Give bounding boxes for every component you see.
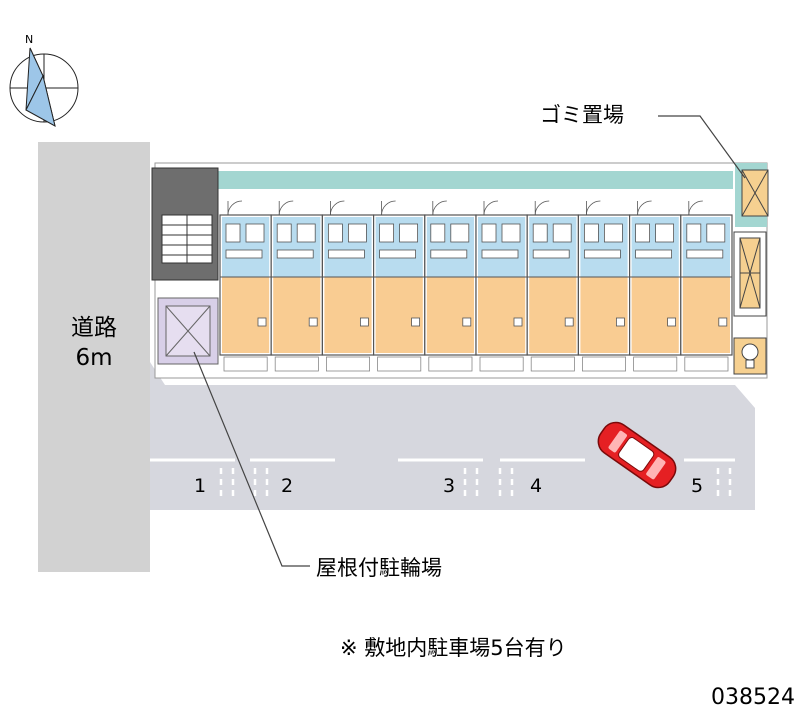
- unit-room: [324, 277, 372, 353]
- unit-room: [580, 277, 628, 353]
- bike-shelter: [157, 297, 219, 365]
- unit-room: [529, 277, 577, 353]
- unit-bathtub: [245, 223, 265, 243]
- parking-space-5: 5: [691, 475, 703, 497]
- unit-toilet: [276, 223, 292, 243]
- unit-closet: [257, 317, 267, 327]
- unit-balcony: [530, 356, 575, 372]
- planting-strip: [218, 171, 733, 189]
- unit-toilet: [327, 223, 343, 243]
- unit-toilet: [225, 223, 241, 243]
- unit-closet: [513, 317, 523, 327]
- unit-room: [682, 277, 730, 353]
- unit-closet: [359, 317, 369, 327]
- staircase: [151, 167, 219, 281]
- unit-balcony: [325, 356, 370, 372]
- map-id: 038524: [711, 685, 795, 710]
- unit-bathtub: [296, 223, 316, 243]
- unit-balcony: [479, 356, 524, 372]
- unit-balcony: [633, 356, 678, 372]
- unit-kitchen: [584, 249, 621, 259]
- unit-toilet: [532, 223, 548, 243]
- unit-room: [273, 277, 321, 353]
- unit-room: [222, 277, 270, 353]
- apartment-units: [219, 200, 733, 372]
- unit-room: [478, 277, 526, 353]
- unit-bathtub: [655, 223, 674, 243]
- unit-closet: [564, 317, 574, 327]
- road: [38, 142, 150, 572]
- unit-toilet: [686, 223, 702, 243]
- parking-space-4: 4: [530, 475, 542, 497]
- unit-bathtub: [604, 223, 623, 243]
- parking-note: ※ 敷地内駐車場5台有り: [340, 636, 567, 660]
- unit-kitchen: [430, 249, 468, 259]
- unit-toilet: [584, 223, 599, 243]
- unit-closet: [616, 317, 625, 327]
- unit-closet: [462, 317, 472, 327]
- unit-toilet: [481, 223, 497, 243]
- unit-kitchen: [327, 249, 365, 259]
- unit-kitchen: [686, 249, 724, 259]
- unit-kitchen: [276, 249, 314, 259]
- unit-bathtub: [501, 223, 521, 243]
- unit-bathtub: [399, 223, 419, 243]
- unit-room: [375, 277, 423, 353]
- unit-room: [426, 277, 474, 353]
- unit-kitchen: [379, 249, 417, 259]
- garbage-label: ゴミ置場: [540, 103, 624, 127]
- unit-bathtub: [347, 223, 367, 243]
- unit-kitchen: [532, 249, 570, 259]
- unit-toilet: [635, 223, 650, 243]
- north-label: N: [25, 33, 33, 46]
- parking-space-2: 2: [281, 475, 293, 497]
- bike-leader-line: [193, 351, 310, 567]
- parking-space-3: 3: [443, 475, 455, 497]
- unit-kitchen: [635, 249, 672, 259]
- unit-bathtub: [552, 223, 572, 243]
- road-width: 6m: [75, 345, 112, 371]
- unit-closet: [718, 317, 728, 327]
- parking-lot: [150, 362, 755, 510]
- unit-balcony: [377, 356, 422, 372]
- unit-closet: [308, 317, 318, 327]
- unit-bathtub: [706, 223, 726, 243]
- road-name: 道路: [71, 315, 117, 341]
- unit-balcony: [582, 356, 627, 372]
- unit-closet: [667, 317, 676, 327]
- unit-kitchen: [225, 249, 263, 259]
- unit-balcony: [223, 356, 268, 372]
- unit-balcony: [428, 356, 473, 372]
- unit-room: [631, 277, 679, 353]
- parking-space-1: 1: [194, 475, 206, 497]
- unit-bathtub: [450, 223, 470, 243]
- unit-toilet: [379, 223, 395, 243]
- garbage-leader-line: [658, 115, 746, 179]
- bike-parking-label: 屋根付駐輪場: [316, 556, 442, 580]
- compass-rose-icon: [9, 47, 79, 127]
- side-storage: [733, 231, 767, 317]
- unit-balcony: [274, 356, 319, 372]
- unit-balcony: [684, 356, 729, 372]
- unit-toilet: [430, 223, 446, 243]
- water-tank-icon: [733, 337, 767, 375]
- garbage-area: [741, 169, 769, 217]
- car-icon: [597, 421, 677, 489]
- unit-closet: [411, 317, 421, 327]
- unit-kitchen: [481, 249, 519, 259]
- stall-dividers: [219, 468, 732, 500]
